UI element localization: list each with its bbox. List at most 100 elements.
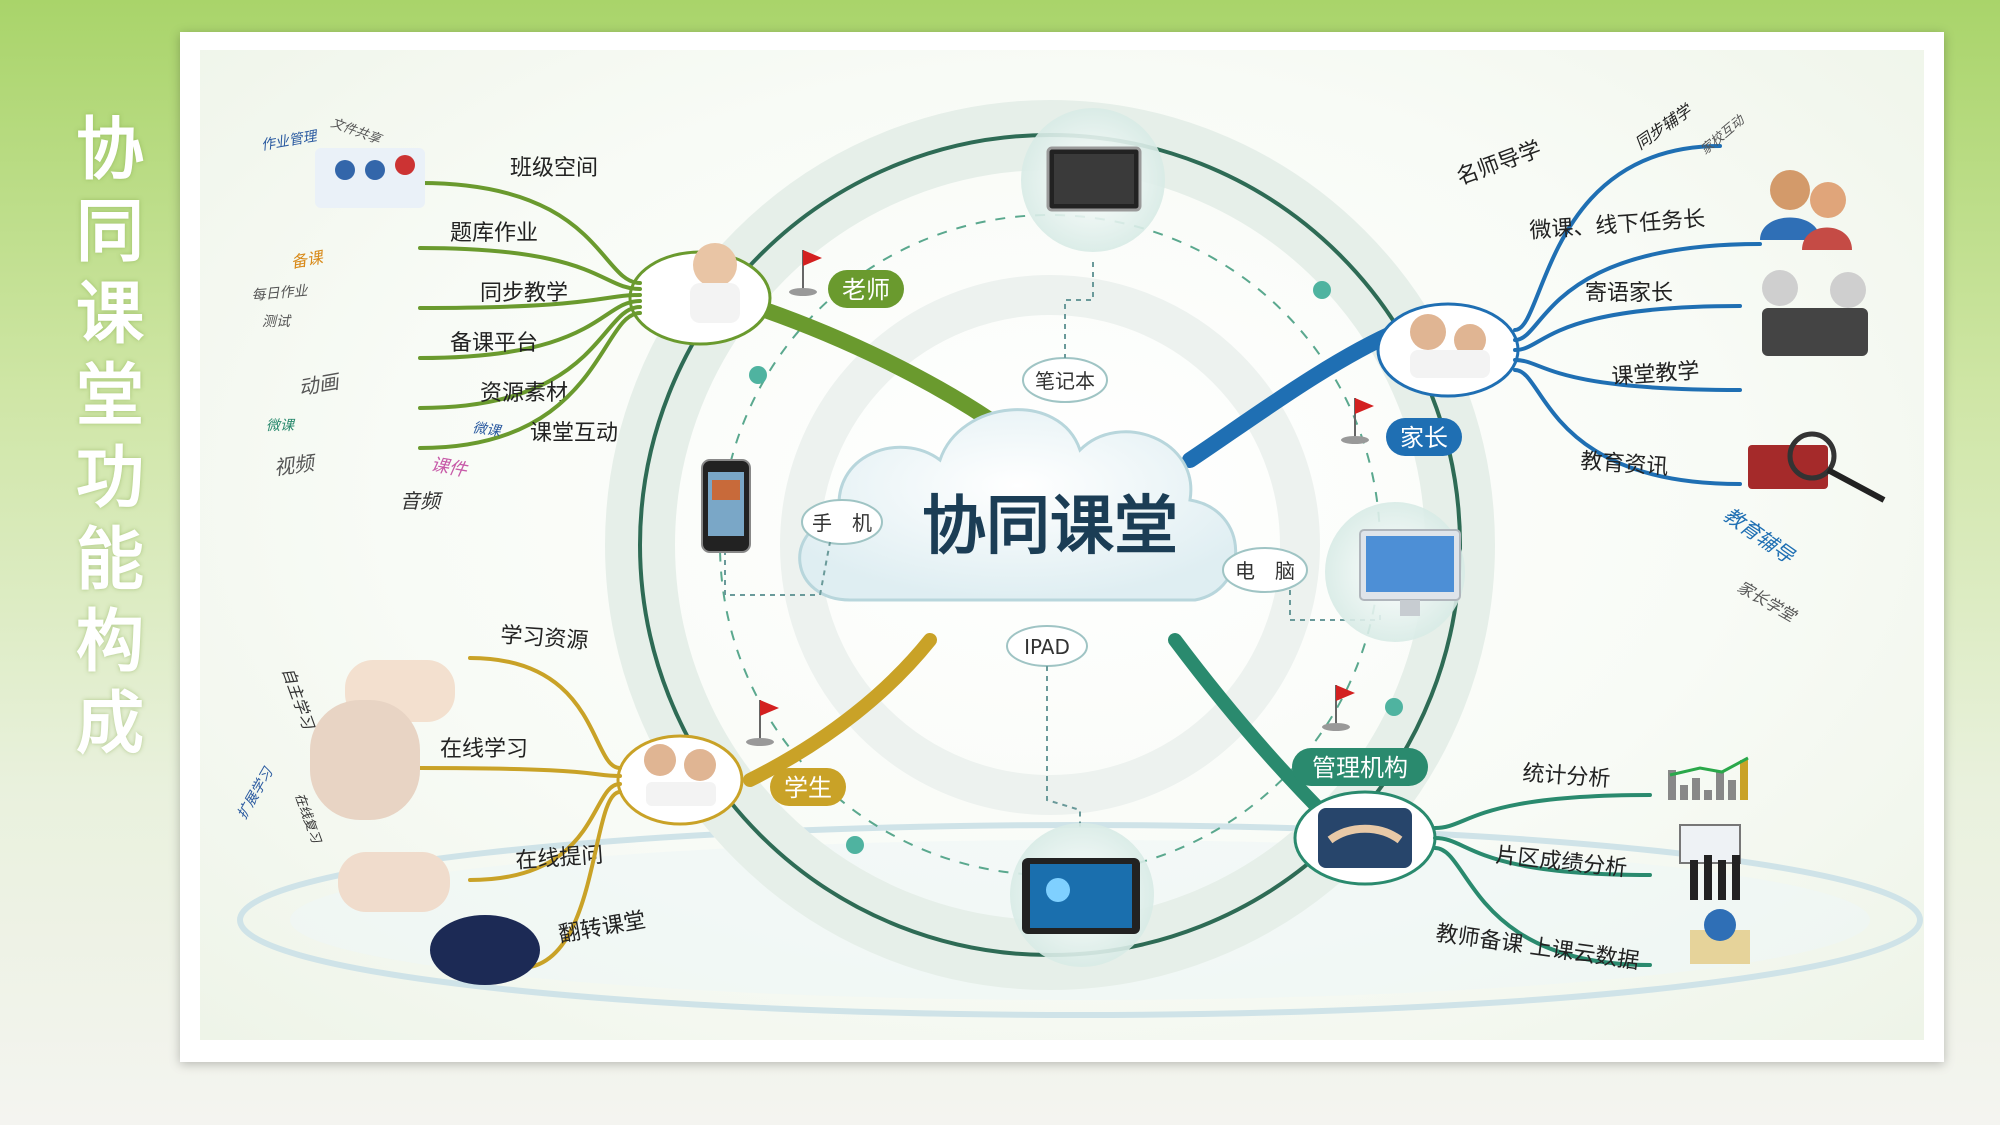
page-title-char: 课 xyxy=(75,275,144,354)
student-minor-label: 扩展学习 xyxy=(235,764,278,822)
teacher-branch-label[interactable]: 课堂互动 xyxy=(530,421,618,446)
book-icon xyxy=(1690,909,1750,964)
teacher-minor-label: 测试 xyxy=(262,314,292,330)
student-branch-line xyxy=(518,790,622,970)
parent-minor-label: 同步辅学 xyxy=(1631,100,1696,153)
parent-connector xyxy=(1182,322,1408,468)
admin-branch-label[interactable]: 统计分析 xyxy=(1522,761,1612,792)
parent-node[interactable] xyxy=(1376,302,1520,398)
device-notebook[interactable]: 笔记本 xyxy=(1022,357,1108,403)
teacher-minor-label: 备课 xyxy=(289,247,326,272)
student-node[interactable] xyxy=(616,734,744,826)
teacher-minor-label: 音频 xyxy=(400,489,443,513)
teacher-branch-label[interactable]: 备课平台 xyxy=(450,331,538,356)
parent-label-bg xyxy=(1386,418,1462,456)
parent-branch-label[interactable]: 微课、线下任务长 xyxy=(1529,207,1706,244)
device-ipad[interactable]: IPAD xyxy=(1006,625,1088,667)
device-label-computer: 电 脑 xyxy=(1235,559,1295,583)
parent-branch-label[interactable]: 寄语家长 xyxy=(1585,281,1673,306)
people-icon xyxy=(1762,270,1868,356)
device-label-phone: 手 机 xyxy=(812,511,872,535)
student-branch-line xyxy=(468,782,622,882)
parent-minor-label: 教育辅导 xyxy=(1719,502,1800,569)
teacher-node[interactable] xyxy=(628,243,772,346)
teacher-branch-line xyxy=(418,293,642,310)
book-icon xyxy=(1748,431,1886,503)
student-minor-label: 自主学习 xyxy=(278,665,318,734)
student-branch-label[interactable]: 学习资源 xyxy=(500,623,590,654)
flag-icon xyxy=(1341,398,1374,444)
flag-icon xyxy=(1322,685,1355,731)
page-title-char: 能 xyxy=(75,521,144,600)
people-icon xyxy=(315,148,425,208)
admin-connector xyxy=(1168,633,1337,827)
parent-branch-label[interactable]: 课堂教学 xyxy=(1611,359,1701,390)
teacher-branch-line xyxy=(418,299,642,360)
student-label: 学生 xyxy=(784,774,832,802)
page-title-char: 协 xyxy=(75,111,144,190)
device-label-ipad: IPAD xyxy=(1024,635,1070,659)
teacher-connector xyxy=(757,302,998,428)
student-minor-label: 在线复习 xyxy=(291,791,324,847)
parent-branch-line xyxy=(1513,358,1742,392)
teacher-minor-label: 作业管理 xyxy=(260,128,320,154)
imac-icon xyxy=(1325,502,1465,642)
page-title-char: 成 xyxy=(75,685,144,764)
teacher-branch-label[interactable]: 资源素材 xyxy=(480,381,568,406)
ring-dot xyxy=(749,366,767,384)
device-link xyxy=(724,541,831,596)
teacher-branch-label[interactable]: 同步教学 xyxy=(480,281,568,306)
flag-icon xyxy=(746,700,779,746)
teacher-branch-label[interactable]: 题库作业 xyxy=(450,221,538,246)
monitor-icon xyxy=(1021,108,1165,252)
teacher-branch-line xyxy=(418,311,642,450)
student-branch-line xyxy=(418,766,622,778)
teacher-branch-label[interactable]: 班级空间 xyxy=(510,156,598,181)
teacher-minor-label: 微课 xyxy=(266,418,296,434)
page-title: 协同课堂功能构成 xyxy=(70,110,150,766)
admin-node[interactable] xyxy=(1293,790,1437,886)
tablet-icon xyxy=(1010,823,1154,967)
parent-minor-label: 家校互动 xyxy=(1697,111,1749,158)
parent-branch-line xyxy=(1513,368,1742,486)
ring-dot xyxy=(1313,281,1331,299)
parent-minor-label: 家长学堂 xyxy=(1734,577,1801,626)
device-computer[interactable]: 电 脑 xyxy=(1222,547,1308,593)
admin-branch-line xyxy=(1433,793,1652,830)
parent-branch-label[interactable]: 教育资讯 xyxy=(1580,449,1670,480)
device-phone[interactable]: 手 机 xyxy=(801,499,883,545)
admin-branch-line xyxy=(1433,846,1652,967)
parent-label: 家长 xyxy=(1400,424,1448,452)
device-link xyxy=(1046,666,1081,828)
page-title-char: 功 xyxy=(75,439,144,518)
parent-branch-label[interactable]: 名师导学 xyxy=(1454,137,1545,191)
teacher-minor-label: 文件共享 xyxy=(329,115,385,149)
student-branch-line xyxy=(468,656,622,770)
teacher-minor-label: 视频 xyxy=(272,450,318,480)
device-link xyxy=(1064,262,1094,358)
page-title-char: 堂 xyxy=(75,357,144,436)
people-icon xyxy=(1760,170,1852,250)
teacher-minor-label: 微课 xyxy=(471,420,503,440)
ring-dot xyxy=(846,836,864,854)
teacher-minor-label: 每日作业 xyxy=(251,283,309,304)
teacher-branch-line xyxy=(418,305,642,410)
page-title-char: 同 xyxy=(75,193,144,272)
parent-branch-line xyxy=(1513,304,1742,352)
inner-halo xyxy=(780,275,1320,815)
teacher-label-bg xyxy=(828,270,904,308)
student-branch-label[interactable]: 在线提问 xyxy=(515,843,605,874)
teacher-minor-label: 课件 xyxy=(429,454,470,481)
teacher-branch-line xyxy=(418,246,642,291)
student-label-bg xyxy=(770,768,846,806)
ring-dot xyxy=(1385,698,1403,716)
device-label-notebook: 笔记本 xyxy=(1035,369,1095,393)
parent-branch-line xyxy=(1513,242,1762,342)
teacher-label: 老师 xyxy=(842,276,890,304)
student-branch-label[interactable]: 在线学习 xyxy=(440,737,528,762)
teacher-minor-label: 动画 xyxy=(297,369,344,400)
